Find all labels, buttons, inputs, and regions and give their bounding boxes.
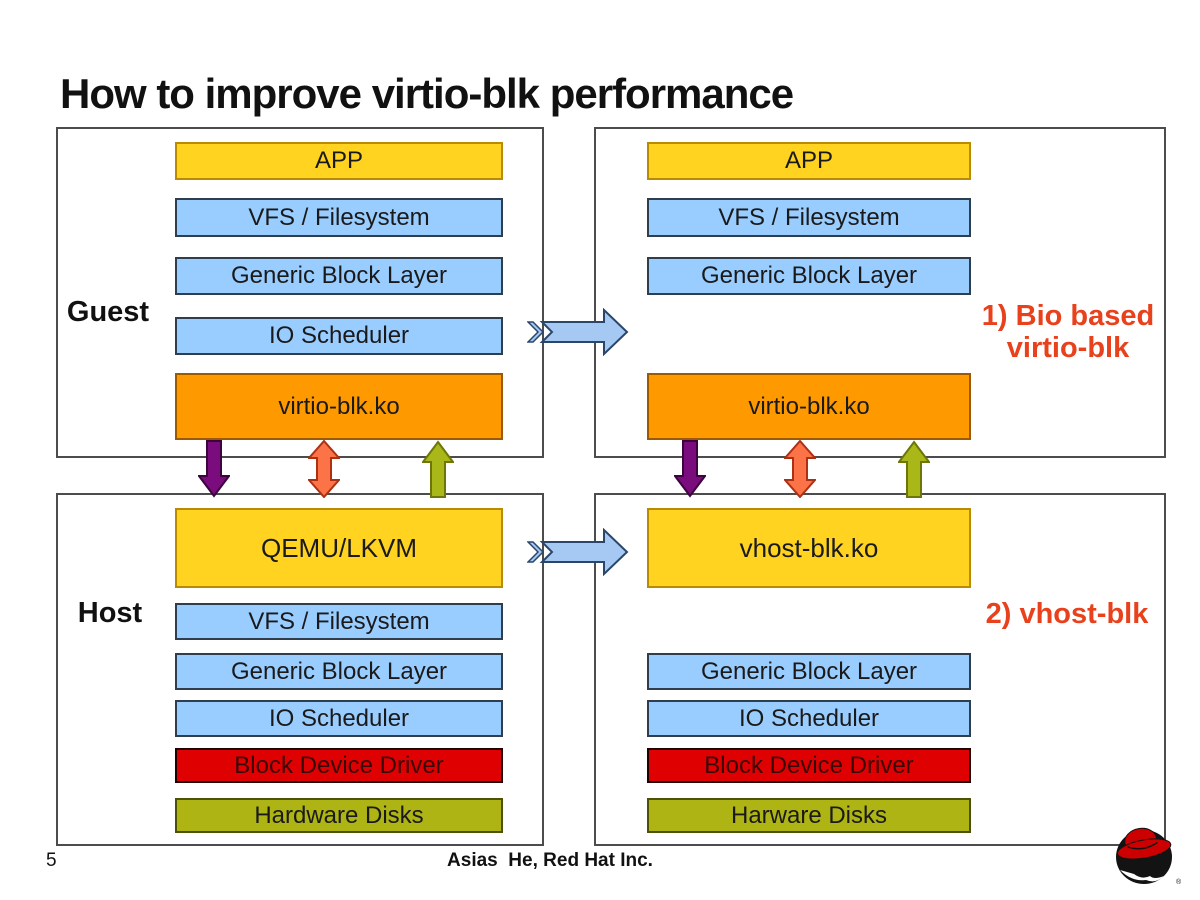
annotation-vhost-blk: 2) vhost-blk [985,598,1149,630]
annotation-bio-line2: virtio-blk [1006,332,1130,364]
page-number: 5 [46,850,57,871]
annotation-bio-line1: 1) Bio based [981,300,1155,332]
block-host-left-generic-block-layer: Generic Block Layer [175,653,503,690]
footer-credit: Asias He, Red Hat Inc. [447,850,653,871]
coral-double-arrow-icon [782,439,818,499]
block-guest-left-generic-block-layer: Generic Block Layer [175,257,503,295]
purple-down-arrow-icon [197,440,231,498]
green-up-arrow-icon [897,440,931,498]
annotation-bio-based-virtio-blk: 1) Bio based virtio-blk [968,300,1168,364]
block-host-left-block-device-driver: Block Device Driver [175,748,503,783]
block-guest-right-generic-block-layer: Generic Block Layer [647,257,971,295]
host-label: Host [77,597,143,629]
redhat-logo-icon: ® [1106,822,1186,890]
block-guest-left-app: APP [175,142,503,180]
block-host-right-hardware-disks: Harware Disks [647,798,971,833]
coral-double-arrow-icon [306,439,342,499]
block-guest-right-virtio-blk: virtio-blk.ko [647,373,971,440]
block-host-right-generic-block-layer: Generic Block Layer [647,653,971,690]
block-guest-right-app: APP [647,142,971,180]
block-host-left-vfs: VFS / Filesystem [175,603,503,640]
block-host-right-vhost-blk: vhost-blk.ko [647,508,971,588]
green-up-arrow-icon [421,440,455,498]
block-guest-left-io-scheduler: IO Scheduler [175,317,503,355]
block-guest-left-vfs: VFS / Filesystem [175,198,503,237]
svg-text:®: ® [1176,878,1182,886]
block-host-right-io-scheduler: IO Scheduler [647,700,971,737]
block-guest-left-virtio-blk: virtio-blk.ko [175,373,503,440]
block-host-left-hardware-disks: Hardware Disks [175,798,503,833]
guest-label: Guest [66,296,150,328]
block-guest-right-vfs: VFS / Filesystem [647,198,971,237]
block-host-left-io-scheduler: IO Scheduler [175,700,503,737]
purple-down-arrow-icon [673,440,707,498]
block-host-left-qemu-lkvm: QEMU/LKVM [175,508,503,588]
blue-right-arrow-icon [526,307,629,357]
blue-right-arrow-icon [526,527,629,577]
page-title: How to improve virtio-blk performance [60,70,794,117]
block-host-right-block-device-driver: Block Device Driver [647,748,971,783]
